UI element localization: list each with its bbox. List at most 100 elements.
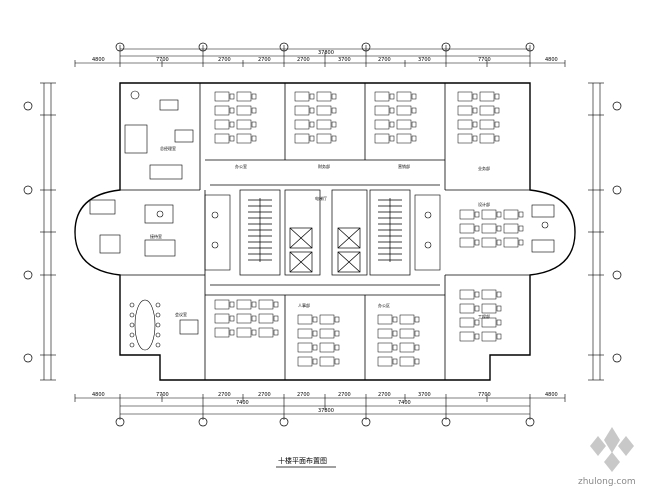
bottom-dim-7: 2700 xyxy=(378,392,391,398)
chair xyxy=(474,305,480,312)
chair xyxy=(331,93,337,100)
desk xyxy=(377,328,393,339)
chair xyxy=(472,135,478,142)
desk xyxy=(236,299,252,310)
watermark-text: zhulong.com xyxy=(578,477,636,487)
desk xyxy=(503,209,519,220)
chair xyxy=(414,316,420,323)
desk xyxy=(481,209,497,220)
desk xyxy=(457,91,473,102)
core-stairs-lifts xyxy=(239,189,411,276)
right-axis-bubbles xyxy=(612,101,622,363)
desk xyxy=(214,119,230,130)
desk xyxy=(374,105,390,116)
chair xyxy=(414,358,420,365)
chair xyxy=(273,315,279,322)
chair xyxy=(474,211,480,218)
desk xyxy=(297,314,313,325)
bottom-dim-2: 7700 xyxy=(156,392,169,398)
chair xyxy=(331,121,337,128)
chair xyxy=(251,107,257,114)
right-dimension-chain xyxy=(588,82,604,381)
chair xyxy=(251,135,257,142)
chair xyxy=(496,211,502,218)
label-office-5: 设计部 xyxy=(478,201,490,207)
desk xyxy=(377,342,393,353)
desk xyxy=(399,328,415,339)
desk xyxy=(319,328,335,339)
desk xyxy=(479,133,495,144)
bottom-mid-dim-1: 7400 xyxy=(236,400,249,406)
desk xyxy=(297,342,313,353)
desk xyxy=(319,356,335,367)
desk xyxy=(214,299,230,310)
chair xyxy=(331,135,337,142)
label-office-1: 办公室 xyxy=(235,163,247,169)
label-office-3: 营销部 xyxy=(398,163,410,169)
desk xyxy=(399,314,415,325)
drawing-title: 十楼平面布置图 xyxy=(278,456,327,465)
desk xyxy=(236,91,252,102)
chair xyxy=(414,330,420,337)
bottom-axis-bubbles xyxy=(115,417,535,427)
top-dim-7: 2700 xyxy=(378,57,391,63)
toilets xyxy=(204,194,441,271)
chair xyxy=(312,358,318,365)
chair xyxy=(411,121,417,128)
chair xyxy=(229,135,235,142)
desk xyxy=(294,119,310,130)
bottom-dim-6: 2700 xyxy=(338,392,351,398)
label-reception: 接待室 xyxy=(150,233,162,239)
chair xyxy=(494,135,500,142)
label-office-4: 业务部 xyxy=(478,165,490,171)
bottom-overall-dim: 37800 xyxy=(318,408,334,414)
label-office-7: 人事部 xyxy=(298,302,310,308)
desk xyxy=(294,91,310,102)
desk xyxy=(236,119,252,130)
meeting-room-furniture xyxy=(129,299,199,351)
desk xyxy=(377,356,393,367)
left-axis-bubbles xyxy=(23,101,33,363)
left-dimension-chain xyxy=(40,82,56,381)
label-meeting-room: 会议室 xyxy=(175,311,187,317)
chair xyxy=(494,107,500,114)
desk xyxy=(399,342,415,353)
desk xyxy=(459,223,475,234)
chair xyxy=(251,93,257,100)
workstation-desks xyxy=(214,91,524,367)
bottom-dim-8: 3700 xyxy=(418,392,431,398)
chair xyxy=(474,333,480,340)
interior-walls xyxy=(120,83,530,380)
desk xyxy=(459,303,475,314)
chair xyxy=(411,135,417,142)
desk xyxy=(236,133,252,144)
desk xyxy=(396,105,412,116)
desk xyxy=(316,119,332,130)
chair xyxy=(309,93,315,100)
chair xyxy=(474,225,480,232)
bottom-dim-10: 4800 xyxy=(545,392,558,398)
desk xyxy=(459,237,475,248)
chair xyxy=(518,239,524,246)
desk xyxy=(459,209,475,220)
desk xyxy=(377,314,393,325)
desk xyxy=(481,237,497,248)
desk xyxy=(258,313,274,324)
desk xyxy=(236,105,252,116)
desk xyxy=(258,299,274,310)
chair xyxy=(411,93,417,100)
chair xyxy=(392,344,398,351)
desk xyxy=(396,133,412,144)
desk xyxy=(214,133,230,144)
right-round-room-furniture xyxy=(531,204,555,253)
top-dim-9: 7700 xyxy=(478,57,491,63)
chair xyxy=(334,316,340,323)
chair xyxy=(494,121,500,128)
chair xyxy=(496,319,502,326)
chair xyxy=(229,121,235,128)
chair xyxy=(389,135,395,142)
chair xyxy=(251,329,257,336)
chair xyxy=(229,329,235,336)
desk xyxy=(481,223,497,234)
